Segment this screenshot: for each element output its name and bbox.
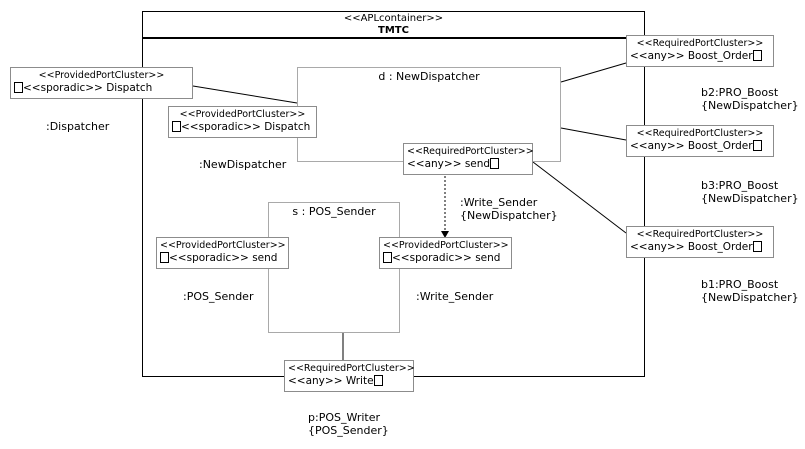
port-label: <<sporadic>> send (392, 252, 501, 264)
port-write[interactable]: <<RequiredPortCluster>> <<any>> Write (284, 360, 415, 392)
connector-boost-b1 (532, 161, 627, 234)
connector-boost-b2 (560, 62, 627, 83)
port-stereotype: <<RequiredPortCluster>> (636, 38, 764, 49)
label-write-sender: :Write_Sender (416, 290, 494, 303)
port-stereotype: <<ProvidedPortCluster>> (160, 240, 286, 251)
label-b2-name: b2:PRO_Boost (701, 86, 779, 99)
container-name: TMTC (378, 25, 409, 36)
port-stereotype: <<ProvidedPortCluster>> (383, 240, 509, 251)
port-box-icon (160, 252, 169, 263)
port-label: <<any>> Boost_Order (630, 241, 753, 253)
container-stereotype: <<APLcontainer>> (343, 13, 444, 24)
port-boost-b2[interactable]: <<RequiredPortCluster>> <<any>> Boost_Or… (626, 35, 774, 67)
connector-boost-b3 (560, 127, 627, 141)
port-box-icon (14, 82, 23, 93)
label-b1-name: b1:PRO_Boost (701, 278, 779, 291)
label-b1-type: {NewDispatcher} (701, 291, 799, 304)
label-dispatcher: :Dispatcher (46, 120, 110, 133)
part-title: d : NewDispatcher (378, 70, 480, 83)
part-pos-sender[interactable]: s : POS_Sender (268, 202, 400, 333)
port-box-icon (383, 252, 392, 263)
arrowhead-write-sender (441, 231, 449, 238)
port-box-icon (373, 375, 383, 386)
port-box-icon (752, 241, 762, 252)
port-box-icon (172, 121, 181, 132)
port-dispatch-internal[interactable]: <<ProvidedPortCluster>> <<sporadic>> Dis… (168, 106, 317, 138)
port-boost-b3[interactable]: <<RequiredPortCluster>> <<any>> Boost_Or… (626, 125, 774, 157)
port-boost-b1[interactable]: <<RequiredPortCluster>> <<any>> Boost_Or… (626, 226, 774, 258)
container-header: <<APLcontainer>> TMTC (143, 12, 644, 39)
label-b3-name: b3:PRO_Boost (701, 179, 779, 192)
label-pos-sender: :POS_Sender (183, 290, 254, 303)
label-write-sender-top: :Write_Sender (460, 196, 538, 209)
port-dispatch-external[interactable]: <<ProvidedPortCluster>> <<sporadic>> Dis… (10, 67, 193, 99)
label-write-sender-top-type: {NewDispatcher} (460, 209, 558, 222)
port-stereotype: <<RequiredPortCluster>> (407, 146, 534, 157)
port-stereotype: <<ProvidedPortCluster>> (38, 70, 165, 81)
port-label: <<sporadic>> Dispatch (181, 121, 311, 133)
label-b3-type: {NewDispatcher} (701, 192, 799, 205)
label-new-dispatcher: :NewDispatcher (199, 158, 287, 171)
port-box-icon (752, 50, 762, 61)
port-label: <<any>> send (407, 158, 491, 170)
port-stereotype: <<RequiredPortCluster>> (636, 128, 764, 139)
port-box-icon (490, 158, 500, 169)
port-label: <<sporadic>> Dispatch (23, 82, 153, 94)
port-stereotype: <<ProvidedPortCluster>> (179, 109, 306, 120)
port-label: <<any>> Write (288, 375, 374, 387)
port-send-required[interactable]: <<RequiredPortCluster>> <<any>> send (403, 143, 534, 175)
port-label: <<any>> Boost_Order (630, 50, 753, 62)
port-box-icon (752, 140, 762, 151)
label-p-name: p:POS_Writer (308, 411, 381, 424)
label-p-type: {POS_Sender} (308, 424, 389, 437)
port-send-sender[interactable]: <<ProvidedPortCluster>> <<sporadic>> sen… (156, 237, 289, 269)
port-label: <<sporadic>> send (169, 252, 278, 264)
port-stereotype: <<RequiredPortCluster>> (288, 363, 415, 374)
label-b2-type: {NewDispatcher} (701, 99, 799, 112)
port-send-write[interactable]: <<ProvidedPortCluster>> <<sporadic>> sen… (379, 237, 512, 269)
port-label: <<any>> Boost_Order (630, 140, 753, 152)
port-stereotype: <<RequiredPortCluster>> (636, 229, 764, 240)
part-title: s : POS_Sender (292, 205, 376, 218)
connector-dispatch (192, 85, 298, 104)
